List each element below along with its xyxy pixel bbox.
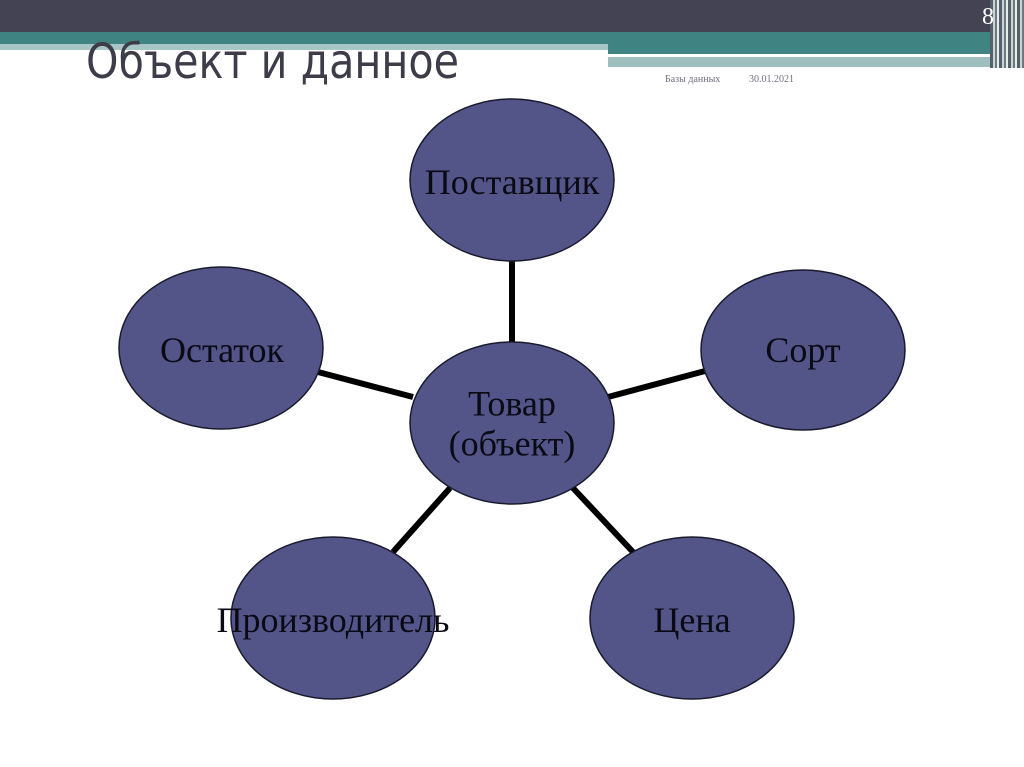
- header-stripe-white: [608, 54, 951, 57]
- header-decorative-bars: [990, 0, 1024, 68]
- center-label-line1: Товар: [468, 383, 556, 424]
- footer-subject: Базы данных: [665, 74, 721, 85]
- center-label-line2: (объект): [448, 424, 576, 464]
- connector-ostatok: [317, 369, 414, 400]
- node-ostatok: [118, 266, 324, 430]
- header-bar: [0, 0, 1024, 32]
- slide-title: Объект и данное: [86, 34, 460, 90]
- header-stripe-right: [608, 44, 1024, 54]
- node-postavshchik: [409, 98, 615, 262]
- node-label-tsena: Цена: [653, 599, 731, 640]
- connector-sort: [607, 368, 706, 400]
- node-label-ostatok: Остаток: [160, 329, 284, 370]
- header-stripe-light: [0, 44, 610, 50]
- footer-date: 30.01.2021: [749, 74, 794, 85]
- node-label-postavshchik: Поставщик: [424, 161, 600, 202]
- header-stripe: [0, 32, 1024, 44]
- node-tsena: [589, 536, 795, 700]
- node-label-center: Товар (объект): [449, 384, 576, 465]
- node-proizvoditel: [230, 536, 436, 700]
- node-sort: [700, 269, 906, 431]
- slide-number: 8: [982, 4, 994, 30]
- node-label-proizvoditel: Производитель: [216, 599, 450, 640]
- header-stripe-grey: [608, 57, 1008, 67]
- connector-tsena: [570, 485, 636, 555]
- node-label-sort: Сорт: [765, 329, 841, 370]
- connector-proizvoditel: [390, 486, 453, 554]
- node-center-tovar: [409, 341, 615, 505]
